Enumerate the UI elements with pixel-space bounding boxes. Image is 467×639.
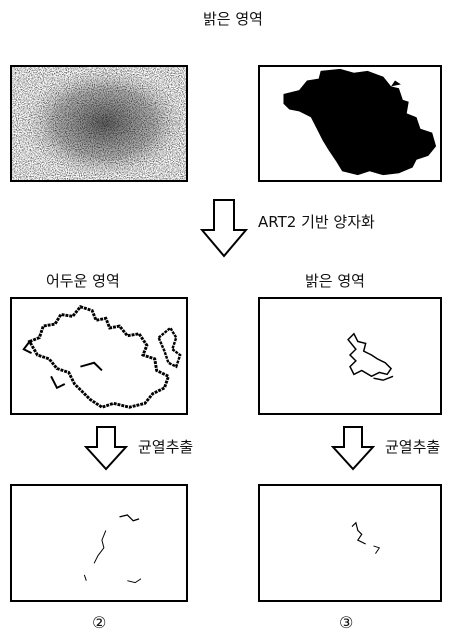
top-bright-region-label: 밝은 영역 <box>203 10 263 28</box>
crack-extraction-label-left: 균열추출 <box>138 438 194 456</box>
figure-number-2: ② <box>92 613 107 632</box>
dark-region-panel <box>10 297 188 415</box>
down-arrow-icon <box>331 426 375 471</box>
crack-lines-left <box>83 514 142 584</box>
extracted-crack-panel-left <box>10 484 188 602</box>
figure-number-3: ③ <box>339 613 354 632</box>
crack-lines-right <box>351 521 381 554</box>
crack-extraction-label-right: 균열추출 <box>385 438 441 456</box>
down-arrow-icon <box>84 426 128 471</box>
original-image-panel <box>10 65 188 182</box>
quantized-region-shape <box>283 68 437 176</box>
bright-region-label: 밝은 영역 <box>305 272 365 290</box>
noise-texture-image <box>12 67 186 180</box>
dark-region-contour <box>22 305 182 409</box>
bright-region-panel <box>258 297 442 415</box>
dark-region-label: 어두운 영역 <box>46 272 120 290</box>
down-arrow-icon <box>200 199 248 258</box>
quantized-bright-panel <box>258 65 442 182</box>
art2-quantization-label: ART2 기반 양자화 <box>258 213 375 231</box>
extracted-crack-panel-right <box>258 484 442 602</box>
bright-region-contour <box>347 332 394 381</box>
